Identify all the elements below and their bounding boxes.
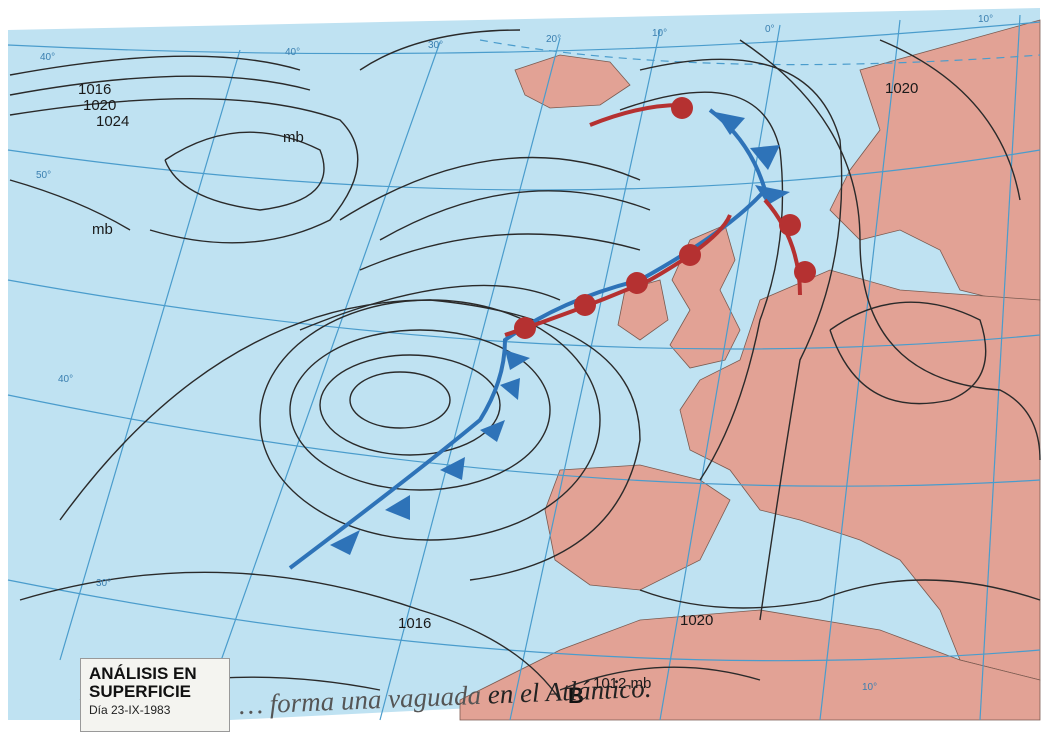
isobar-label-1020-s: 1020 (680, 612, 713, 629)
degree-label-40-top: 40° (285, 47, 300, 58)
degree-label-30-left: 30° (96, 578, 111, 589)
isobar-label-1016-sw: 1016 (398, 615, 431, 632)
low-pressure-label: B (568, 683, 584, 708)
degree-label-40-left: 40° (40, 52, 55, 63)
degree-label-40-left-lower: 40° (58, 374, 73, 385)
degree-label-20-top: 20° (546, 34, 561, 45)
isobar-label-group: 1016 1020 1024 mb mb 1020 1016 1020 1012… (78, 80, 918, 692)
legend-title-line2: SUPERFICIE (89, 682, 192, 701)
isobars (9, 29, 1041, 701)
degree-label-10-bottom: 10° (862, 682, 877, 693)
degree-label-50-left: 50° (36, 170, 51, 181)
isobar-label-1016-nw: 1016 (78, 81, 111, 98)
isobar-label-1024-nw: 1024 (96, 113, 129, 130)
legend-date: Día 23-IX-1983 (89, 703, 171, 717)
isobar-label-mb-2: mb (92, 221, 113, 238)
cold-front (288, 108, 790, 570)
degree-label-30-top: 30° (428, 40, 443, 51)
isobar-label-1012: 1012 mb (593, 675, 651, 692)
map-legend: ANÁLISIS EN SUPERFICIE Día 23-IX-1983 (80, 658, 230, 732)
land-europe (679, 269, 1041, 681)
warm-front (504, 97, 816, 339)
degree-label-10e-top: 10° (978, 14, 993, 25)
legend-title-line1: ANÁLISIS EN (89, 664, 197, 683)
isobar-label-1020-ne: 1020 (885, 80, 918, 97)
graticule-parallels (7, 21, 1041, 662)
dashed-parallel (479, 39, 1041, 66)
caption-main-text: en el Atlántico. (480, 672, 652, 710)
land-scandinavia (829, 19, 1041, 301)
degree-label-10-top: 10° (652, 28, 667, 39)
degree-label-0-top: 0° (765, 24, 775, 35)
land-ireland (617, 279, 669, 341)
land-iceland (514, 54, 631, 109)
isobar-label-1020-nw: 1020 (83, 97, 116, 114)
degree-label-group: 40° 30° 20° 10° 0° 10° 40° 50° 40° 30° 1… (36, 14, 993, 693)
land-north-africa (459, 609, 1041, 721)
isobar-label-mb-1: mb (283, 129, 304, 146)
